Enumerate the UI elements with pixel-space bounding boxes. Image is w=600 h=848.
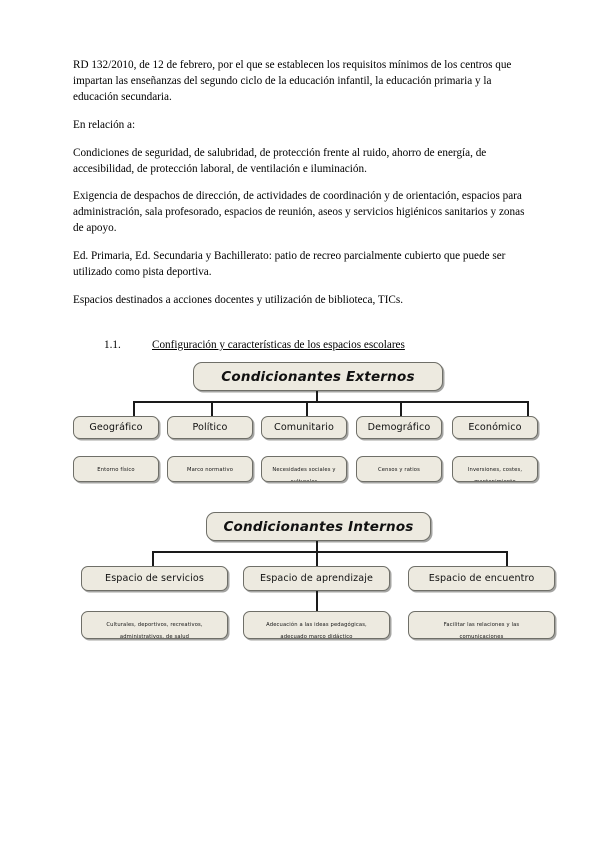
diagram-internos-detail-espacio-aprendizaje-line1: Adecuación a las ideas pedagógicas, — [266, 622, 367, 628]
paragraph-espacios-docentes: Espacios destinados a acciones docentes … — [73, 293, 404, 306]
diagram-externos-detail-comunitario-line2: culturales — [262, 476, 346, 481]
connector-externos-drop-1 — [133, 401, 136, 417]
diagram-internos-child-espacio-servicios: Espacio de servicios — [81, 566, 228, 591]
section-heading: 1.1. Configuración y características de … — [73, 338, 528, 354]
diagram-externos-child-politico: Político — [167, 416, 253, 439]
diagram-externos-detail-politico: Marco normativo — [167, 456, 253, 482]
section-heading-text: Configuración y características de los e… — [152, 338, 405, 351]
diagram-externos-child-geografico-label: Geográfico — [89, 422, 143, 433]
connector-internos-drop-2 — [316, 551, 319, 567]
paragraph-en-relacion-a: En relación a: — [73, 118, 136, 131]
diagram-condicionantes-externos: Condicionantes Externos Geográfico Polít… — [0, 362, 600, 497]
diagram-externos-detail-geografico: Entorno físico — [73, 456, 159, 482]
diagram-condicionantes-internos: Condicionantes Internos Espacio de servi… — [0, 512, 600, 647]
diagram-externos-root-node: Condicionantes Externos — [193, 362, 443, 391]
diagram-externos-detail-demografico-line1: Censos y ratios — [378, 467, 420, 473]
diagram-internos-root-node: Condicionantes Internos — [206, 512, 431, 541]
diagram-externos-detail-economico-line2: mantenimiento — [453, 476, 537, 481]
diagram-internos-child-espacio-encuentro-label: Espacio de encuentro — [428, 573, 535, 584]
diagram-externos-child-comunitario: Comunitario — [261, 416, 347, 439]
connector-externos-stem — [316, 391, 319, 403]
diagram-externos-detail-demografico: Censos y ratios — [356, 456, 442, 482]
diagram-internos-detail-espacio-servicios-line1: Culturales, deportivos, recreativos, — [106, 622, 203, 628]
diagram-internos-detail-espacio-servicios: Culturales, deportivos, recreativos, adm… — [81, 611, 228, 639]
diagram-internos-detail-espacio-aprendizaje: Adecuación a las ideas pedagógicas, adec… — [243, 611, 390, 639]
document-body: RD 132/2010, de 12 de febrero, por el qu… — [73, 58, 528, 354]
diagram-internos-detail-espacio-aprendizaje-line2: adecuado marco didáctico — [280, 634, 353, 639]
diagram-internos-detail-espacio-encuentro: Facilitar las relaciones y las comunicac… — [408, 611, 555, 639]
diagram-externos-child-demografico-label: Demográfico — [367, 422, 431, 433]
diagram-externos-detail-geografico-line1: Entorno físico — [97, 467, 135, 473]
connector-externos-bus — [133, 401, 529, 404]
diagram-internos-child-espacio-aprendizaje: Espacio de aprendizaje — [243, 566, 390, 591]
diagram-internos-detail-espacio-encuentro-line2: comunicaciones — [459, 634, 504, 639]
connector-externos-drop-5 — [527, 401, 530, 417]
diagram-externos-detail-politico-line1: Marco normativo — [186, 467, 234, 473]
paragraph-exigencia: Exigencia de despachos de dirección, de … — [73, 190, 525, 235]
diagram-externos-child-geografico: Geográfico — [73, 416, 159, 439]
diagram-internos-detail-espacio-encuentro-line1: Facilitar las relaciones y las — [443, 622, 520, 628]
connector-externos-drop-2 — [211, 401, 214, 417]
diagram-externos-detail-comunitario-line1: Necesidades sociales y — [272, 467, 336, 473]
connector-internos-stem — [316, 541, 319, 553]
paragraph-condiciones: Condiciones de seguridad, de salubridad,… — [73, 146, 487, 175]
connector-externos-drop-4 — [400, 401, 403, 417]
connector-internos-bus — [152, 551, 508, 554]
diagram-internos-root-label: Condicionantes Internos — [223, 518, 414, 535]
diagram-externos-detail-economico-line1: Inversiones, costes, — [467, 467, 523, 473]
diagram-internos-child-espacio-aprendizaje-label: Espacio de aprendizaje — [259, 573, 374, 584]
diagram-externos-child-comunitario-label: Comunitario — [274, 422, 334, 433]
diagram-externos-root-label: Condicionantes Externos — [221, 368, 415, 385]
diagram-internos-child-espacio-servicios-label: Espacio de servicios — [105, 573, 204, 584]
diagram-externos-child-economico: Económico — [452, 416, 538, 439]
connector-internos-drop-1 — [152, 551, 155, 567]
paragraph-rd-132: RD 132/2010, de 12 de febrero, por el qu… — [73, 59, 512, 103]
connector-internos-drop-3 — [506, 551, 509, 567]
diagram-internos-detail-espacio-servicios-line2: administrativos, de salud — [119, 634, 190, 639]
diagram-internos-child-espacio-encuentro: Espacio de encuentro — [408, 566, 555, 591]
diagram-externos-child-demografico: Demográfico — [356, 416, 442, 439]
section-heading-number: 1.1. — [104, 338, 121, 351]
connector-externos-drop-3 — [306, 401, 309, 417]
diagram-externos-child-politico-label: Político — [192, 422, 228, 433]
diagram-externos-child-economico-label: Económico — [468, 422, 522, 433]
diagram-externos-detail-economico: Inversiones, costes, mantenimiento — [452, 456, 538, 482]
paragraph-ed-primaria: Ed. Primaria, Ed. Secundaria y Bachiller… — [73, 250, 506, 279]
diagram-externos-detail-comunitario: Necesidades sociales y culturales — [261, 456, 347, 482]
connector-internos-aprendizaje-to-detail — [316, 591, 319, 612]
